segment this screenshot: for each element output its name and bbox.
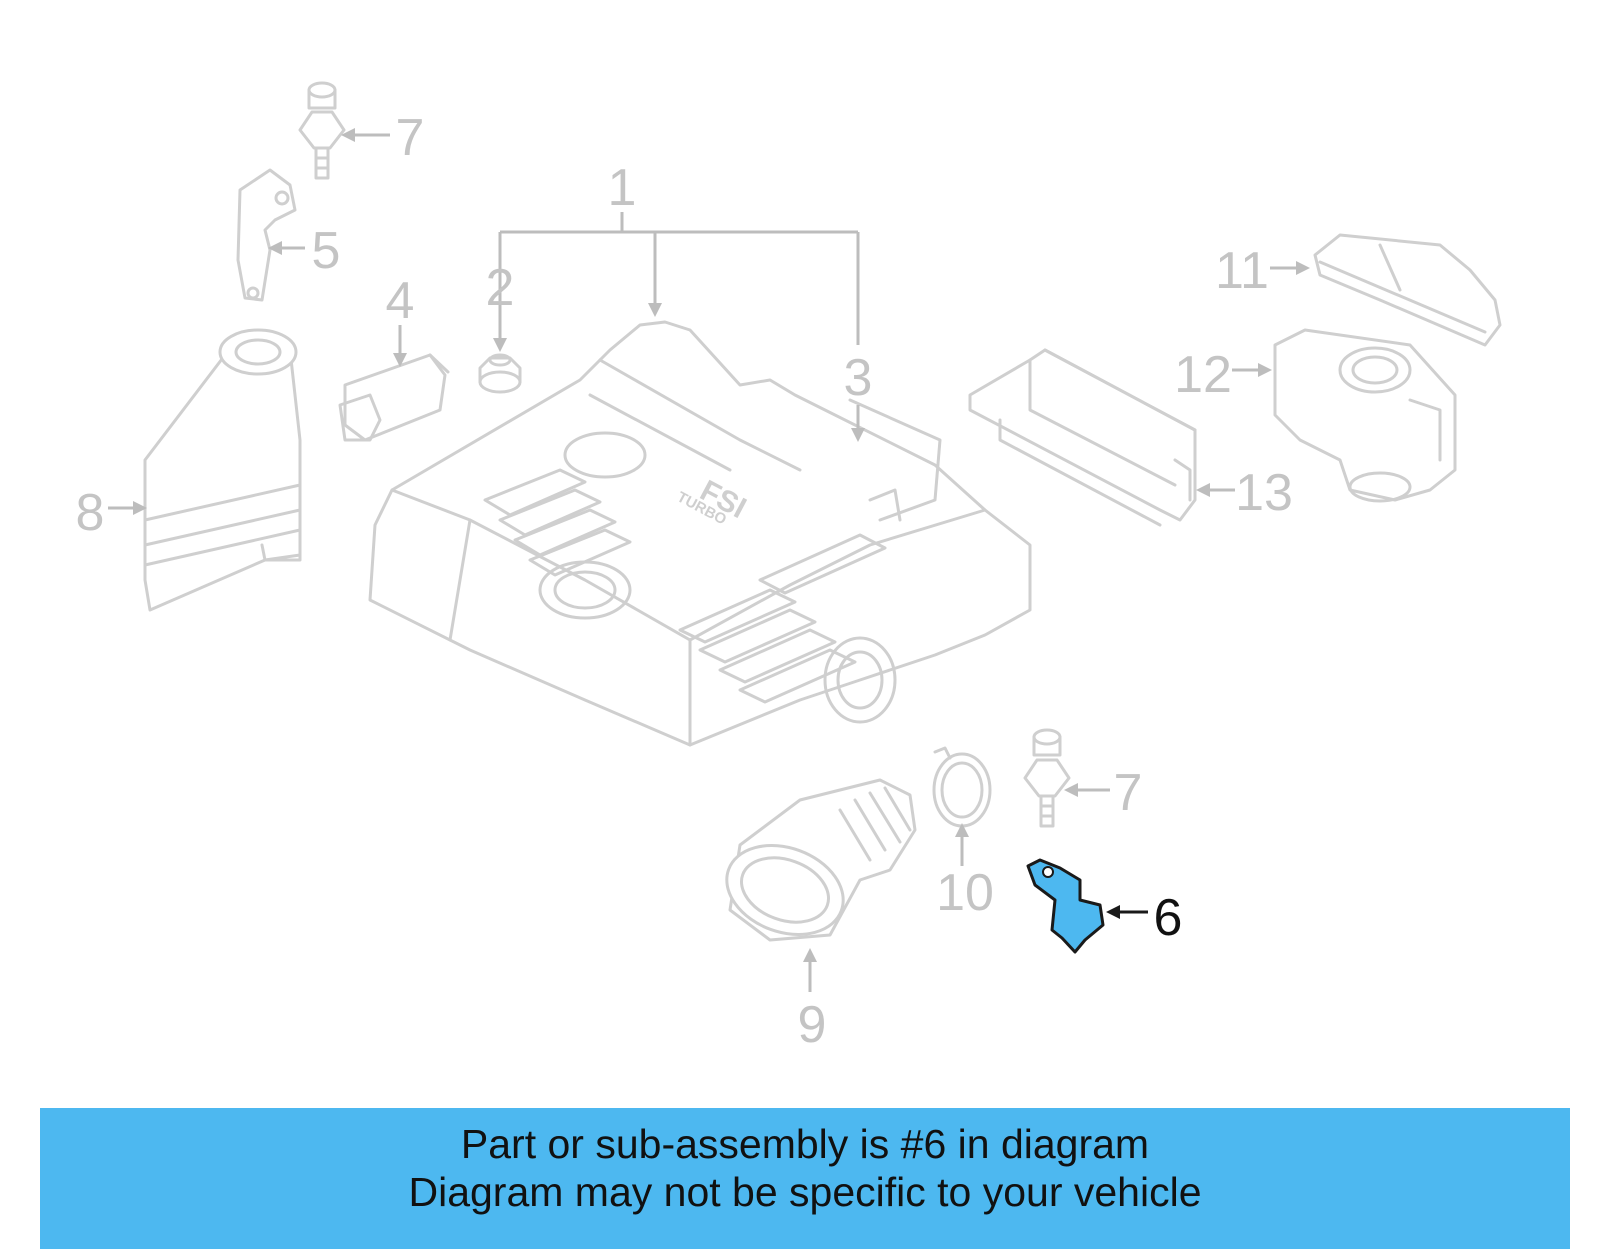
callout-13: 13 [1235, 464, 1293, 522]
callout-1: 1 [608, 159, 637, 217]
callout-3: 3 [844, 349, 873, 407]
stud-part-7-upper [298, 81, 346, 180]
callout-6: 6 [1154, 889, 1183, 947]
banner-line-2: Diagram may not be specific to your vehi… [408, 1169, 1202, 1215]
callout-7-lower: 7 [1114, 764, 1143, 822]
callout-8: 8 [76, 484, 105, 542]
callout-12: 12 [1174, 346, 1232, 404]
hose-clamp-part-10 [932, 746, 992, 828]
intake-hose-part-9 [725, 778, 917, 942]
engine-cover-part-1: FSI TURBO [368, 320, 1032, 747]
grommet-part-2 [478, 353, 522, 394]
bracket-part-5 [236, 168, 297, 302]
sensor-part-4 [338, 353, 450, 442]
callout-7-upper: 7 [396, 109, 425, 167]
callout-11: 11 [1215, 242, 1269, 300]
banner-line-1: Part or sub-assembly is #6 in diagram [460, 1121, 1150, 1167]
callout-10: 10 [936, 864, 994, 922]
callout-5: 5 [312, 222, 341, 280]
inlet-duct-part-13 [968, 348, 1197, 527]
air-filter-lid-part-11 [1313, 233, 1502, 347]
bracket-part-6-highlighted [1026, 858, 1105, 954]
callout-4: 4 [386, 272, 415, 330]
air-duct-part-8 [143, 328, 302, 612]
info-banner: Part or sub-assembly is #6 in diagram Di… [40, 1108, 1570, 1249]
air-box-part-12 [1273, 328, 1457, 503]
stud-part-7-lower [1023, 728, 1071, 828]
callout-9: 9 [798, 996, 827, 1054]
callout-2: 2 [486, 259, 515, 317]
leader-lines [108, 128, 1310, 992]
